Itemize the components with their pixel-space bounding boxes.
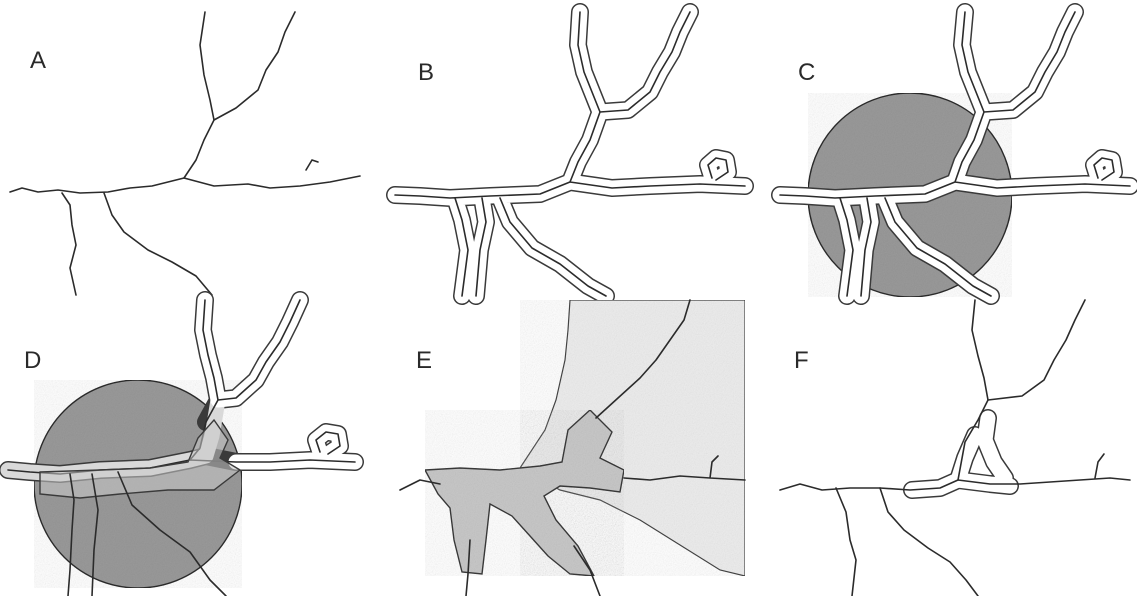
panel-d: D <box>8 300 355 596</box>
panel-f: F <box>780 300 1130 596</box>
panel-b: B <box>395 12 745 296</box>
panel-label-e: E <box>416 347 432 374</box>
zone-region-e <box>425 300 745 576</box>
river-network-a <box>10 12 360 295</box>
panel-c: C <box>780 12 1130 297</box>
panel-label-a: A <box>30 47 46 74</box>
panel-label-c: C <box>798 59 815 86</box>
panel-a: A <box>10 12 360 295</box>
river-buffer-f <box>912 418 1010 490</box>
river-buffer-b <box>395 12 745 296</box>
panel-label-d: D <box>24 347 41 374</box>
panel-e: E <box>400 300 745 596</box>
panel-label-b: B <box>418 59 434 86</box>
panel-label-f: F <box>794 347 809 374</box>
river-network-f <box>780 300 1130 596</box>
